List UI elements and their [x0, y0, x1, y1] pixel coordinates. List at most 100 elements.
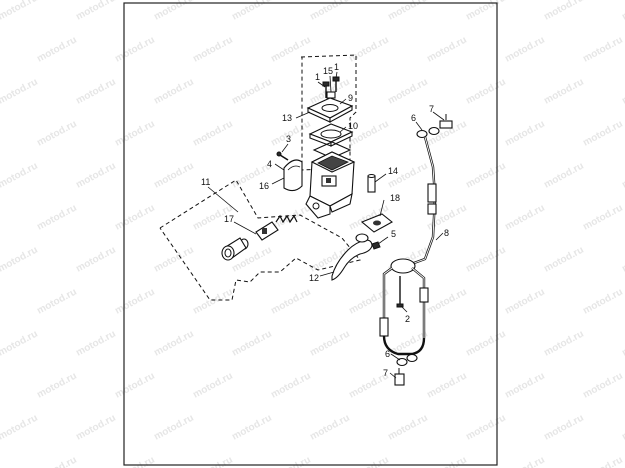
watermark-text: motod.ru	[347, 35, 390, 65]
watermark-text: motod.ru	[35, 455, 78, 468]
callout-6b: 6	[385, 349, 390, 359]
piston	[255, 221, 279, 241]
watermark-text: motod.ru	[35, 287, 78, 317]
watermark-text: motod.ru	[152, 161, 195, 191]
kit-boundary-rebuild	[159, 179, 361, 301]
watermark-text: motod.ru	[542, 77, 585, 107]
watermark-text: motod.ru	[542, 161, 585, 191]
callout-18: 18	[390, 193, 400, 203]
callout-11: 11	[201, 177, 210, 187]
watermark-text: motod.ru	[191, 455, 234, 468]
watermark-text: motod.ru	[425, 371, 468, 401]
callout-1b: 1	[334, 62, 339, 72]
watermark-text: motod.ru	[113, 35, 156, 65]
callout-15: 15	[323, 66, 333, 76]
watermark-text: motod.ru	[191, 119, 234, 149]
boot-screw	[276, 151, 289, 161]
watermark-text: motod.ru	[152, 413, 195, 443]
watermark-text: motod.ru	[542, 413, 585, 443]
watermark-text: motod.ru	[35, 35, 78, 65]
watermark-text: motod.ru	[620, 413, 625, 443]
watermark-text: motod.ru	[503, 287, 546, 317]
callout-1a: 1	[315, 72, 320, 82]
watermark-text: motod.ru	[464, 161, 507, 191]
pivot-pin	[367, 174, 376, 193]
cover-screw-left	[322, 81, 330, 98]
watermark-text: motod.ru	[269, 455, 312, 468]
watermark-text: motod.ru	[74, 0, 117, 23]
watermark-text: motod.ru	[308, 413, 351, 443]
callout-10: 10	[348, 121, 358, 131]
watermark-text: motod.ru	[386, 413, 429, 443]
watermark-text: motod.ru	[581, 119, 624, 149]
sealing-washer-upper	[416, 126, 440, 139]
watermark-text: motod.ru	[191, 287, 234, 317]
watermark-text: motod.ru	[269, 371, 312, 401]
callout-5: 5	[391, 229, 396, 239]
watermark-text: motod.ru	[620, 77, 625, 107]
watermark-text: motod.ru	[230, 413, 273, 443]
callout-7a: 7	[429, 104, 434, 114]
watermark-text: motod.ru	[503, 119, 546, 149]
watermark-text: motod.ru	[74, 77, 117, 107]
watermark-text: motod.ru	[74, 413, 117, 443]
watermark-text: motod.ru	[308, 329, 351, 359]
vent-plug	[326, 91, 336, 99]
watermark-text: motod.ru	[191, 35, 234, 65]
watermark-text: motod.ru	[386, 77, 429, 107]
callout-14: 14	[388, 166, 398, 176]
watermark-text: motod.ru	[191, 371, 234, 401]
callout-6a: 6	[411, 113, 416, 123]
watermark-text: motod.ru	[35, 119, 78, 149]
watermark-text: motod.ru	[152, 77, 195, 107]
watermark-text: motod.ru	[503, 35, 546, 65]
diagram-frame	[123, 2, 498, 466]
callout-2: 2	[405, 314, 410, 324]
watermark-text: motod.ru	[503, 371, 546, 401]
leader-lines	[207, 71, 445, 379]
diaphragm-plate	[308, 123, 354, 147]
callout-13: 13	[282, 113, 292, 123]
watermark-text: motod.ru	[0, 77, 40, 107]
callout-3: 3	[286, 134, 291, 144]
watermark-text: motod.ru	[464, 245, 507, 275]
callout-17: 17	[224, 214, 234, 224]
watermark-text: motod.ru	[620, 245, 625, 275]
callout-16: 16	[259, 181, 269, 191]
banjo-bolt-upper	[439, 114, 453, 129]
watermark-text: motod.ru	[542, 245, 585, 275]
watermark-text: motod.ru	[0, 119, 1, 149]
piston-spring	[275, 214, 298, 224]
watermark-text: motod.ru	[0, 203, 1, 233]
brake-lever	[331, 233, 373, 281]
watermark-text: motod.ru	[425, 287, 468, 317]
watermark-text: motod.ru	[0, 245, 40, 275]
watermark-text: motod.ru	[425, 455, 468, 468]
sealing-washer-lower	[396, 353, 418, 367]
callout-4: 4	[267, 159, 272, 169]
watermark-text: motod.ru	[0, 455, 1, 468]
watermark-text: motod.ru	[152, 329, 195, 359]
watermark-text: motod.ru	[113, 203, 156, 233]
watermark-text: motod.ru	[503, 203, 546, 233]
watermark-text: motod.ru	[620, 0, 625, 23]
watermark-text: motod.ru	[464, 413, 507, 443]
watermark-text: motod.ru	[581, 287, 624, 317]
watermark-text: motod.ru	[113, 455, 156, 468]
callout-9: 9	[348, 93, 353, 103]
watermark-text: motod.ru	[581, 455, 624, 468]
lever-bracket	[360, 213, 393, 233]
watermark-text: motod.ru	[113, 119, 156, 149]
brake-line	[379, 136, 437, 356]
watermark-text: motod.ru	[0, 161, 40, 191]
watermark-text: motod.ru	[542, 329, 585, 359]
watermark-text: motod.ru	[269, 35, 312, 65]
watermark-text: motod.ru	[347, 455, 390, 468]
watermark-text: motod.ru	[269, 287, 312, 317]
watermark-text: motod.ru	[581, 203, 624, 233]
watermark-text: motod.ru	[0, 287, 1, 317]
watermark-text: motod.ru	[230, 77, 273, 107]
dust-boot	[283, 159, 303, 192]
watermark-text: motod.ru	[0, 35, 1, 65]
